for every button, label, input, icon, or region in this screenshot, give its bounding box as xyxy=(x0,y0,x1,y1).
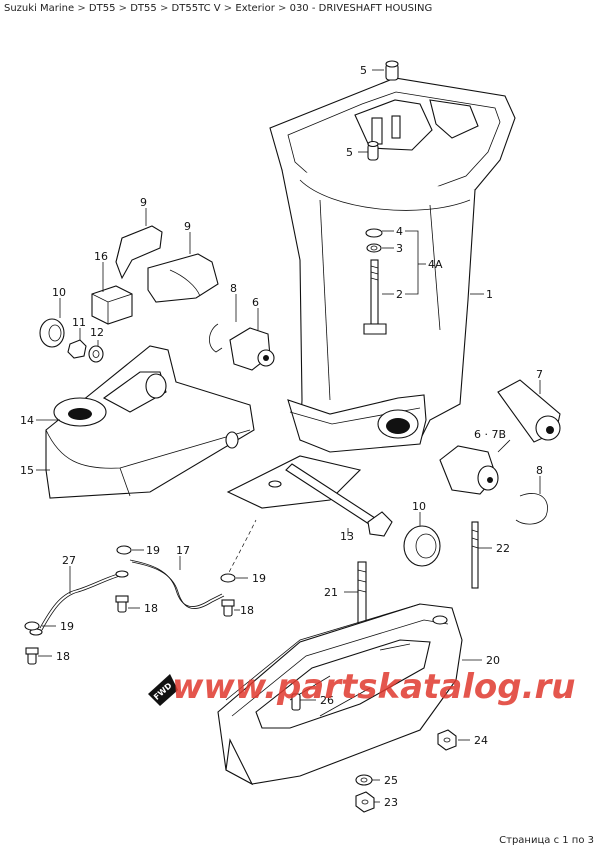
callout-18[interactable]: 18 xyxy=(240,604,254,617)
rubber-mount[interactable] xyxy=(115,225,163,280)
breadcrumb-separator: > xyxy=(223,3,233,14)
rubber-block[interactable] xyxy=(91,285,133,325)
callout-8[interactable]: 8 xyxy=(230,282,237,295)
washer[interactable] xyxy=(24,621,40,631)
callout-2[interactable]: 2 xyxy=(396,288,403,301)
washer[interactable] xyxy=(365,228,383,238)
nut[interactable] xyxy=(355,791,375,813)
breadcrumb-separator: > xyxy=(159,3,169,14)
callout-4a[interactable]: 4A xyxy=(428,258,443,271)
callout-7[interactable]: 7 xyxy=(536,368,543,381)
breadcrumb-dt55tc-v[interactable]: DT55TC V xyxy=(171,3,221,14)
callout-16[interactable]: 16 xyxy=(94,250,108,263)
bolt[interactable] xyxy=(291,693,301,711)
callout-9[interactable]: 9 xyxy=(184,220,191,233)
callout-5[interactable]: 5 xyxy=(346,146,353,159)
bolt[interactable] xyxy=(115,595,129,613)
callout-4[interactable]: 4 xyxy=(396,225,403,238)
washer[interactable] xyxy=(88,345,104,363)
callout-19[interactable]: 19 xyxy=(60,620,74,633)
mount-bracket[interactable] xyxy=(45,345,255,499)
callout-10[interactable]: 10 xyxy=(412,500,426,513)
grommet[interactable] xyxy=(403,525,441,567)
breadcrumb-current: 030 - DRIVESHAFT HOUSING xyxy=(289,3,433,14)
clip[interactable] xyxy=(209,323,223,353)
bolt[interactable] xyxy=(221,599,235,617)
lock-washer[interactable] xyxy=(366,243,382,253)
stud-bolt[interactable] xyxy=(385,60,399,81)
callout-25[interactable]: 25 xyxy=(384,774,398,787)
callout-19[interactable]: 19 xyxy=(146,544,160,557)
callout-10[interactable]: 10 xyxy=(52,286,66,299)
nut[interactable] xyxy=(67,339,87,359)
long-bolt[interactable] xyxy=(285,463,393,537)
callout-13[interactable]: 13 xyxy=(340,530,354,543)
ground-wire[interactable] xyxy=(129,559,225,609)
lower-mount-right[interactable] xyxy=(439,445,499,495)
washer[interactable] xyxy=(116,545,132,555)
callout-3[interactable]: 3 xyxy=(396,242,403,255)
callout-21[interactable]: 21 xyxy=(324,586,338,599)
clip[interactable] xyxy=(515,493,548,525)
callout-18[interactable]: 18 xyxy=(56,650,70,663)
callout-5[interactable]: 5 xyxy=(360,64,367,77)
washer[interactable] xyxy=(220,573,236,583)
mount-bolt[interactable] xyxy=(363,259,387,335)
callout-19[interactable]: 19 xyxy=(252,572,266,585)
callout-1[interactable]: 1 xyxy=(486,288,493,301)
breadcrumb: Suzuki Marine > DT55 > DT55 > DT55TC V >… xyxy=(4,3,432,14)
breadcrumb-dt55[interactable]: DT55 xyxy=(88,3,116,14)
callout-18[interactable]: 18 xyxy=(144,602,158,615)
page-indicator: Страница с 1 по 3 xyxy=(499,835,594,846)
callout-6-7b[interactable]: 6 · 7B xyxy=(474,428,506,441)
callout-6[interactable]: 6 xyxy=(252,296,259,309)
callout-12[interactable]: 12 xyxy=(90,326,104,339)
grommet[interactable] xyxy=(39,318,65,348)
callout-24[interactable]: 24 xyxy=(474,734,488,747)
callout-15[interactable]: 15 xyxy=(20,464,34,477)
breadcrumb-separator: > xyxy=(118,3,128,14)
callout-27[interactable]: 27 xyxy=(62,554,76,567)
ground-wire[interactable] xyxy=(29,570,129,636)
callout-17[interactable]: 17 xyxy=(176,544,190,557)
forward-arrow-icon: FWD xyxy=(148,674,178,706)
callout-20[interactable]: 20 xyxy=(486,654,500,667)
breadcrumb-separator: > xyxy=(77,3,86,14)
washer[interactable] xyxy=(355,774,373,786)
breadcrumb-exterior[interactable]: Exterior xyxy=(235,3,275,14)
callout-23[interactable]: 23 xyxy=(384,796,398,809)
callout-9[interactable]: 9 xyxy=(140,196,147,209)
watermark: www.partskatalog.ru xyxy=(172,667,576,707)
breadcrumb-dt55-2[interactable]: DT55 xyxy=(130,3,157,14)
callout-26[interactable]: 26 xyxy=(320,694,334,707)
rubber-mount[interactable] xyxy=(147,253,219,303)
bolt[interactable] xyxy=(25,647,39,665)
stud-bolt[interactable] xyxy=(367,140,379,161)
callout-14[interactable]: 14 xyxy=(20,414,34,427)
upper-mount[interactable] xyxy=(497,379,561,443)
callout-22[interactable]: 22 xyxy=(496,542,510,555)
breadcrumb-separator: > xyxy=(278,3,287,14)
lower-mount[interactable] xyxy=(229,327,275,371)
stud[interactable] xyxy=(471,521,479,589)
callout-8[interactable]: 8 xyxy=(536,464,543,477)
nut[interactable] xyxy=(437,729,457,751)
callout-11[interactable]: 11 xyxy=(72,316,86,329)
breadcrumb-suzuki-marine[interactable]: Suzuki Marine xyxy=(4,3,75,14)
